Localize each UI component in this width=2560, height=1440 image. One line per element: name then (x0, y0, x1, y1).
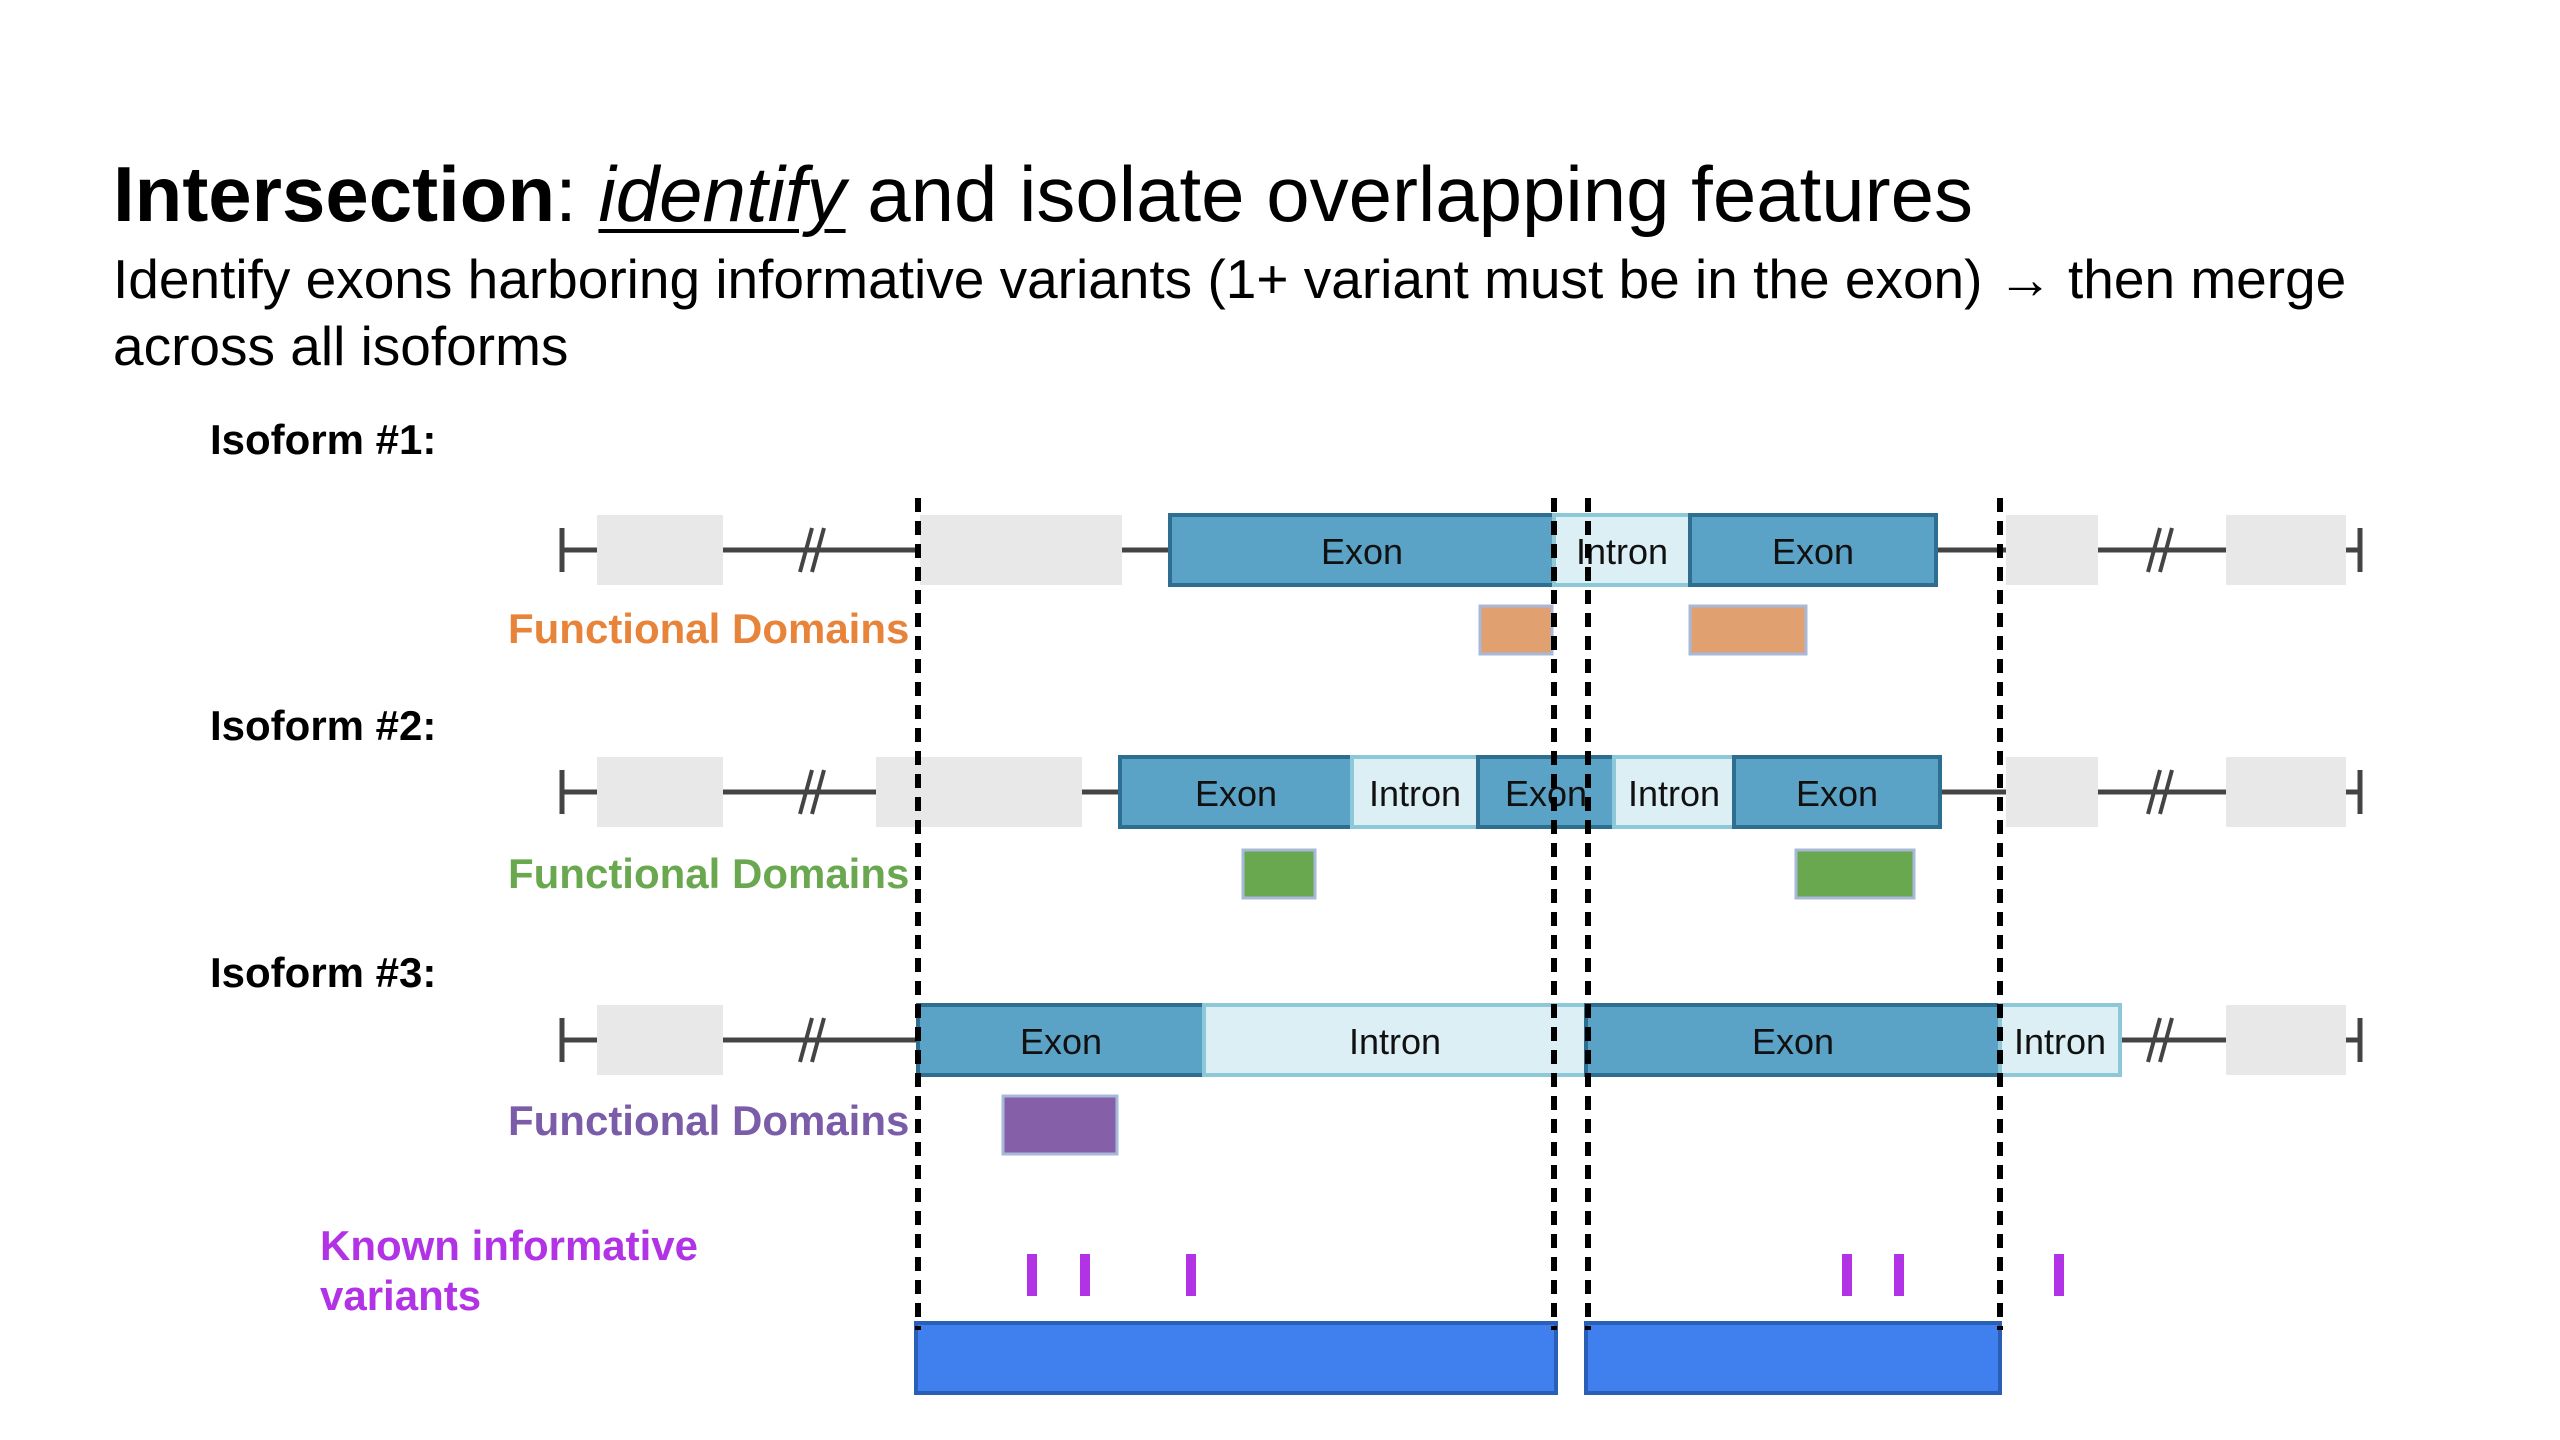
title-rest: and isolate overlapping features (845, 150, 1974, 238)
isoform-1-track: Exon Intron Exon (559, 513, 2363, 656)
isoform-1-domains-label: Functional Domains (508, 605, 909, 652)
isoform-2-label: Isoform #2: (210, 702, 436, 749)
placeholder-block (597, 515, 723, 585)
isoform-2-intron-label: Intron (1369, 773, 1461, 814)
variant-mark (1027, 1254, 1037, 1296)
variant-mark (2054, 1254, 2064, 1296)
break-mark-icon (798, 527, 826, 573)
variants-label-line-1: Known informative (320, 1222, 698, 1269)
isoform-3-intron-label: Intron (2014, 1021, 2106, 1062)
merged-region (1584, 1321, 2002, 1395)
isoform-1-exon (1168, 513, 1556, 587)
isoform-2-track: Exon Intron Exon Intron Exon (559, 755, 2363, 900)
isoform-1-intron-label: Intron (1576, 531, 1668, 572)
isoform-3-label: Isoform #3: (210, 949, 436, 996)
break-mark-icon (2146, 769, 2174, 815)
variants-label: Known informative variants (320, 1222, 710, 1319)
isoform-2-domain (1794, 848, 1916, 900)
break-mark-icon (2146, 527, 2174, 573)
merged-region (914, 1321, 1558, 1395)
variant-mark (1842, 1254, 1852, 1296)
isoform-3-intron (1998, 1003, 2122, 1077)
variants-label-line-2: variants (320, 1272, 481, 1319)
variant-mark (1186, 1254, 1196, 1296)
isoform-3-intron-label: Intron (1349, 1021, 1441, 1062)
isoform-1-domain (1688, 604, 1808, 656)
variant-mark (1080, 1254, 1090, 1296)
break-mark-icon (798, 769, 826, 815)
isoform-3-domains-label: Functional Domains (508, 1097, 909, 1144)
break-mark-icon (798, 1017, 826, 1063)
isoform-2-domains-label: Functional Domains (508, 850, 909, 897)
placeholder-block (2006, 515, 2098, 585)
title-colon: : (555, 150, 577, 238)
boundary-lines (915, 498, 2003, 1330)
isoform-2-exon-label: Exon (1195, 773, 1277, 814)
variant-mark (1894, 1254, 1904, 1296)
placeholder-block (2226, 757, 2346, 827)
isoform-1-exon-label: Exon (1321, 531, 1403, 572)
isoform-2-exon (1476, 755, 1616, 829)
isoform-1-exon (1688, 513, 1938, 587)
isoform-2-domain (1241, 848, 1317, 900)
isoform-2-intron-label: Intron (1628, 773, 1720, 814)
placeholder-block (2226, 1005, 2346, 1075)
slide-subtitle: Identify exons harboring informative var… (113, 247, 2347, 378)
isoform-3-exon-label: Exon (1752, 1021, 1834, 1062)
isoform-2-exon-label: Exon (1505, 773, 1587, 814)
isoform-1-domain (1478, 604, 1554, 656)
title-keyword: Intersection (113, 150, 556, 238)
isoform-3-domain (1001, 1094, 1119, 1156)
slide-title: Intersection: identify and isolate overl… (113, 150, 2493, 240)
isoform-2-exon-label: Exon (1796, 773, 1878, 814)
isoform-1-intron (1552, 513, 1692, 587)
placeholder-block (597, 757, 723, 827)
title-emphasis: identify (598, 150, 846, 238)
placeholder-block (876, 757, 1082, 827)
isoform-2-exon (1732, 755, 1942, 829)
isoform-1-label: Isoform #1: (210, 416, 436, 463)
isoform-1-exon-label: Exon (1772, 531, 1854, 572)
title-block: Intersection: identify and isolate overl… (113, 150, 2493, 381)
break-mark-icon (2146, 1017, 2174, 1063)
variant-marks (1027, 1254, 2064, 1296)
placeholder-block (2006, 757, 2098, 827)
isoform-3-exon-label: Exon (1020, 1021, 1102, 1062)
placeholder-block (920, 515, 1122, 585)
placeholder-block (2226, 515, 2346, 585)
placeholder-block (597, 1005, 723, 1075)
